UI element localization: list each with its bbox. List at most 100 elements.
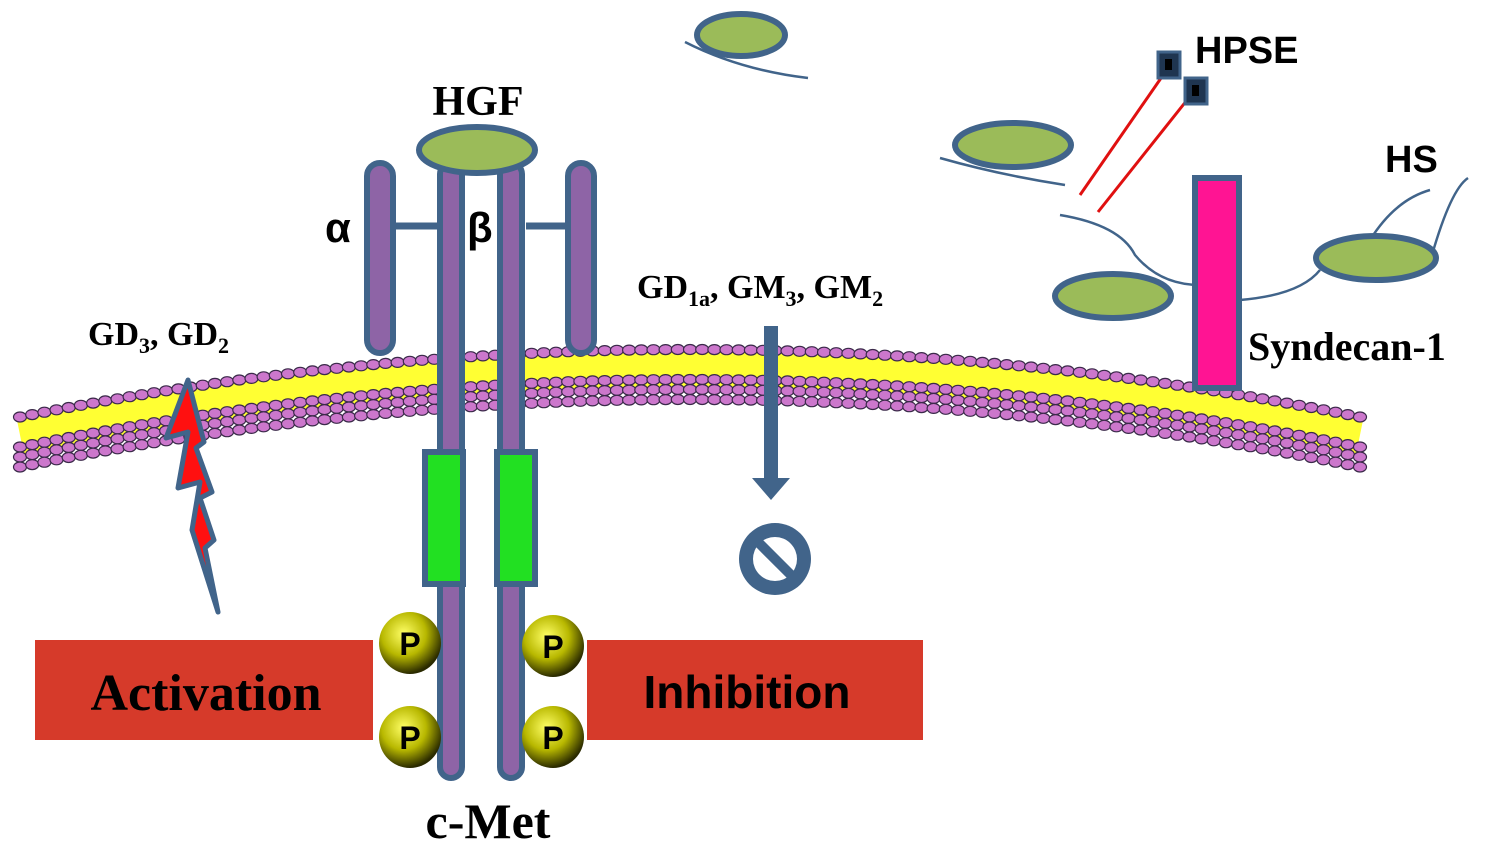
lipid-head	[1206, 435, 1221, 447]
lipid-head	[1023, 401, 1039, 413]
lipid-head	[1340, 409, 1355, 421]
lipid-head	[1316, 404, 1331, 416]
lipid-head	[865, 378, 880, 391]
lipid-head	[987, 387, 1002, 399]
lipid-head	[914, 402, 929, 414]
lipid-head	[146, 437, 162, 449]
lipid-head	[950, 354, 966, 366]
lipid-head	[341, 411, 356, 423]
lipid-head	[1157, 407, 1173, 419]
gd1a-gm3-gm2-label: GD1a, GM3, GM2	[637, 269, 883, 311]
lipid-head	[609, 394, 625, 406]
lipid-head	[85, 397, 101, 409]
lipid-head	[12, 451, 28, 463]
lipid-head	[244, 402, 259, 414]
lipid-head	[634, 344, 649, 356]
lipid-head	[1023, 361, 1039, 373]
lipid-head	[670, 383, 685, 396]
lipid-head	[1328, 436, 1343, 448]
lipid-head	[366, 399, 381, 411]
lipid-head	[317, 404, 332, 416]
lipid-head	[1072, 396, 1087, 408]
lipid-head	[634, 384, 649, 396]
lipid-head	[963, 385, 978, 397]
hpse-enzyme	[1078, 50, 1209, 213]
lipid-head	[889, 350, 905, 362]
lipid-head	[853, 388, 868, 400]
lipid-head	[719, 374, 734, 386]
lipid-head	[61, 431, 76, 444]
lipid-head	[841, 397, 856, 409]
lipid-head	[1048, 404, 1063, 416]
lipid-head	[1145, 406, 1161, 418]
lipid-head	[536, 387, 551, 399]
lipid-head	[585, 375, 600, 387]
lipid-head	[707, 384, 722, 396]
lipid-head	[573, 395, 588, 407]
lipid-head	[1121, 372, 1136, 384]
lipid-head	[780, 375, 795, 387]
lipid-head	[1340, 459, 1355, 471]
lipid-head	[402, 385, 417, 397]
lipid-head	[159, 385, 174, 397]
lipid-head	[780, 345, 795, 357]
lipid-head	[865, 348, 880, 361]
gd3-gd2-label: GD3, GD2	[88, 316, 229, 358]
lipid-head	[1109, 411, 1124, 423]
lipid-head	[98, 445, 113, 457]
lipid-head	[49, 404, 64, 416]
lipid-head	[743, 384, 759, 396]
lipid-head	[1352, 451, 1368, 463]
lipid-head	[646, 394, 661, 406]
inhibition-label: Inhibition	[644, 666, 851, 718]
lipid-head	[792, 345, 807, 357]
lipid-head	[707, 344, 722, 356]
lipid-head	[1036, 402, 1051, 414]
lipid-head	[122, 421, 137, 433]
lipid-head	[390, 406, 405, 418]
lipid-head	[207, 427, 222, 439]
lipid-head	[49, 444, 64, 456]
lipid-head	[719, 344, 734, 356]
lipid-head	[707, 374, 722, 386]
lipid-head	[378, 397, 393, 409]
lipid-head	[695, 373, 710, 386]
lipid-head	[1328, 446, 1343, 458]
lipid-head	[1243, 441, 1258, 453]
lipid-head	[585, 395, 600, 407]
lipid-head	[853, 348, 868, 360]
lipid-head	[1316, 434, 1331, 446]
lipid-head	[317, 364, 332, 376]
hgf-bound-left	[1052, 271, 1174, 321]
lipid-head	[73, 429, 89, 441]
lipid-head	[865, 398, 880, 411]
lipid-head	[1279, 447, 1295, 459]
lipid-head	[1304, 451, 1319, 464]
lipid-head	[98, 435, 113, 447]
lipid-head	[354, 360, 369, 372]
lipid-head	[110, 393, 125, 405]
lipid-head	[402, 355, 417, 367]
lipid-head	[646, 344, 661, 356]
lipid-head	[841, 377, 856, 389]
lipid-head	[1352, 441, 1368, 453]
lipid-head	[695, 383, 710, 396]
lipid-head	[232, 414, 247, 426]
lipid-head	[938, 383, 953, 395]
lipid-head	[987, 407, 1002, 419]
lipid-head	[1243, 391, 1258, 403]
hs-chain	[1428, 176, 1469, 263]
lipid-head	[1036, 392, 1051, 404]
lipid-head	[366, 359, 381, 371]
lipid-head	[256, 411, 271, 423]
lipid-head	[963, 395, 978, 407]
lipid-head	[536, 397, 551, 409]
lipid-head	[1157, 427, 1173, 439]
lipid-head	[110, 443, 125, 455]
lipid-head	[548, 346, 564, 358]
beta-label: β	[467, 204, 493, 251]
lipid-head	[378, 387, 393, 399]
cmet-receptor	[364, 124, 597, 781]
lipid-head	[1133, 404, 1148, 416]
lipid-head	[1060, 395, 1075, 407]
